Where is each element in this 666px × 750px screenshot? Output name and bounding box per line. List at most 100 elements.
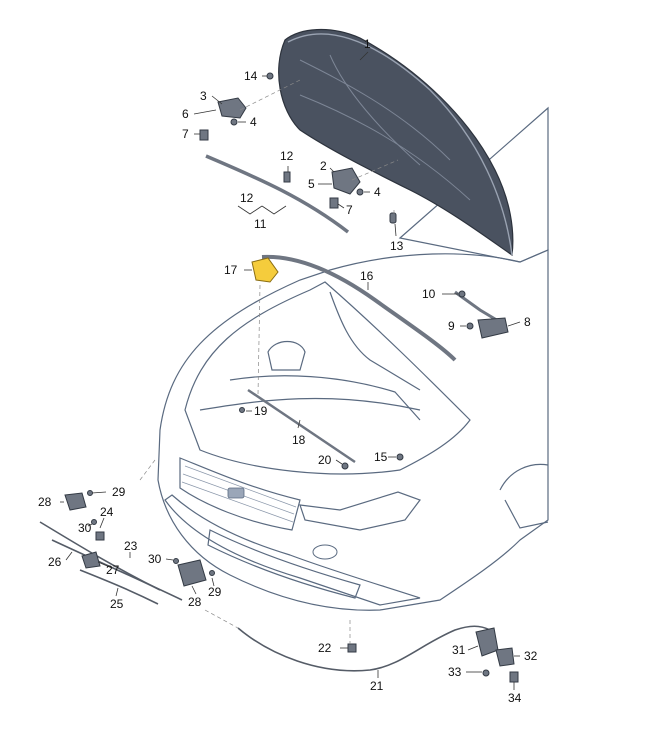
bolt-33 — [482, 669, 490, 677]
latch-28-left — [64, 492, 87, 511]
label-part-6: 6 — [182, 107, 189, 121]
hood-outer-edge — [287, 33, 513, 256]
bolt-9 — [466, 322, 474, 330]
label-part-28b: 28 — [188, 595, 202, 609]
hood-rib-2 — [299, 94, 471, 201]
label-part-31: 31 — [452, 643, 466, 657]
label-part-3: 3 — [200, 89, 207, 103]
label-part-25: 25 — [110, 597, 124, 611]
label-part-13: 13 — [390, 239, 404, 253]
parts — [39, 72, 519, 683]
wheel-arch — [499, 463, 549, 491]
label-part-17: 17 — [224, 263, 238, 277]
hood-hinge-left — [217, 97, 247, 119]
label-part-9: 9 — [448, 319, 455, 333]
hood-rib-3 — [329, 54, 421, 166]
cable-joint-27 — [81, 551, 101, 569]
label-part-28a: 28 — [38, 495, 52, 509]
clip-30-right — [173, 558, 179, 564]
label-part-1: 1 — [364, 37, 371, 51]
hood-seal-strip — [205, 154, 350, 234]
release-cable-21 — [237, 625, 491, 672]
hood-hinge-right — [331, 167, 361, 195]
engine-bay — [184, 281, 471, 475]
bolt-12 — [283, 171, 291, 183]
bonnet-gasket — [261, 254, 457, 362]
label-part-4b: 4 — [374, 185, 381, 199]
label-part-21: 21 — [370, 679, 384, 693]
car-body — [157, 106, 549, 611]
label-part-8: 8 — [524, 315, 531, 329]
label-part-33: 33 — [448, 665, 462, 679]
wheel-arch-lower — [504, 499, 549, 529]
hood-strut — [454, 290, 501, 324]
bolt-14 — [266, 72, 274, 80]
bolt-7a — [199, 129, 209, 141]
release-cable-23 — [51, 539, 183, 601]
strut-bracket — [477, 317, 509, 339]
bay-firewall — [329, 291, 421, 391]
label-part-22: 22 — [318, 641, 332, 655]
label-part-7b: 7 — [346, 203, 353, 217]
front-grille — [179, 457, 301, 531]
leader-lines — [60, 51, 521, 690]
label-part-23: 23 — [124, 539, 138, 553]
bolt-29-right — [209, 570, 215, 576]
car-silhouette — [157, 249, 549, 611]
handle-bracket-32 — [495, 647, 515, 667]
bay-crossmember — [199, 397, 421, 411]
label-part-12a: 12 — [280, 149, 294, 163]
label-part-30b: 30 — [148, 552, 162, 566]
label-part-19: 19 — [254, 404, 268, 418]
label-part-30a: 30 — [78, 521, 92, 535]
label-part-12b: 12 — [240, 191, 254, 205]
label-part-32: 32 — [524, 649, 538, 663]
part-labels: 1 14 3 6 4 7 12 2 5 4 7 12 11 13 17 16 1… — [38, 37, 538, 705]
bolt-4a — [230, 118, 238, 126]
label-part-10: 10 — [422, 287, 436, 301]
fog-light — [312, 544, 338, 560]
bolt-20 — [341, 462, 349, 470]
strut-tower-left — [267, 340, 306, 371]
clip-34 — [509, 671, 519, 683]
bolt-19 — [239, 407, 245, 413]
bay-inner-wall — [229, 375, 421, 421]
lower-intake — [207, 529, 361, 599]
release-handle-31 — [475, 627, 499, 657]
label-part-20: 20 — [318, 453, 332, 467]
clip-24 — [95, 531, 105, 541]
label-part-34: 34 — [508, 691, 522, 705]
label-part-29b: 29 — [208, 585, 222, 599]
clip-30-left — [91, 519, 97, 525]
clip-13 — [389, 212, 397, 224]
hood-rib-1 — [299, 59, 451, 161]
label-part-18: 18 — [292, 433, 306, 447]
label-part-15: 15 — [374, 450, 388, 464]
label-part-27: 27 — [106, 563, 120, 577]
bolt-4b — [356, 188, 364, 196]
label-part-14: 14 — [244, 69, 258, 83]
headlight — [299, 491, 421, 531]
label-part-7a: 7 — [182, 127, 189, 141]
clip-15 — [396, 453, 404, 461]
bolt-7b — [329, 197, 339, 209]
bolt-29-left — [87, 490, 93, 496]
release-cable-25 — [79, 569, 159, 605]
hood-panel — [278, 29, 514, 257]
latch-28-right — [177, 559, 207, 587]
label-part-26: 26 — [48, 555, 62, 569]
label-part-24: 24 — [100, 505, 114, 519]
bolt-10 — [458, 290, 466, 298]
assembly-guide-lines — [139, 79, 399, 644]
label-part-4a: 4 — [250, 115, 257, 129]
brand-badge — [227, 487, 245, 499]
part-17-highlighted — [251, 257, 279, 283]
label-part-2: 2 — [320, 159, 327, 173]
label-part-16: 16 — [360, 269, 374, 283]
front-bumper — [164, 494, 421, 606]
hood-prop-rod — [247, 388, 356, 464]
label-part-5: 5 — [308, 177, 315, 191]
label-part-29a: 29 — [112, 485, 126, 499]
